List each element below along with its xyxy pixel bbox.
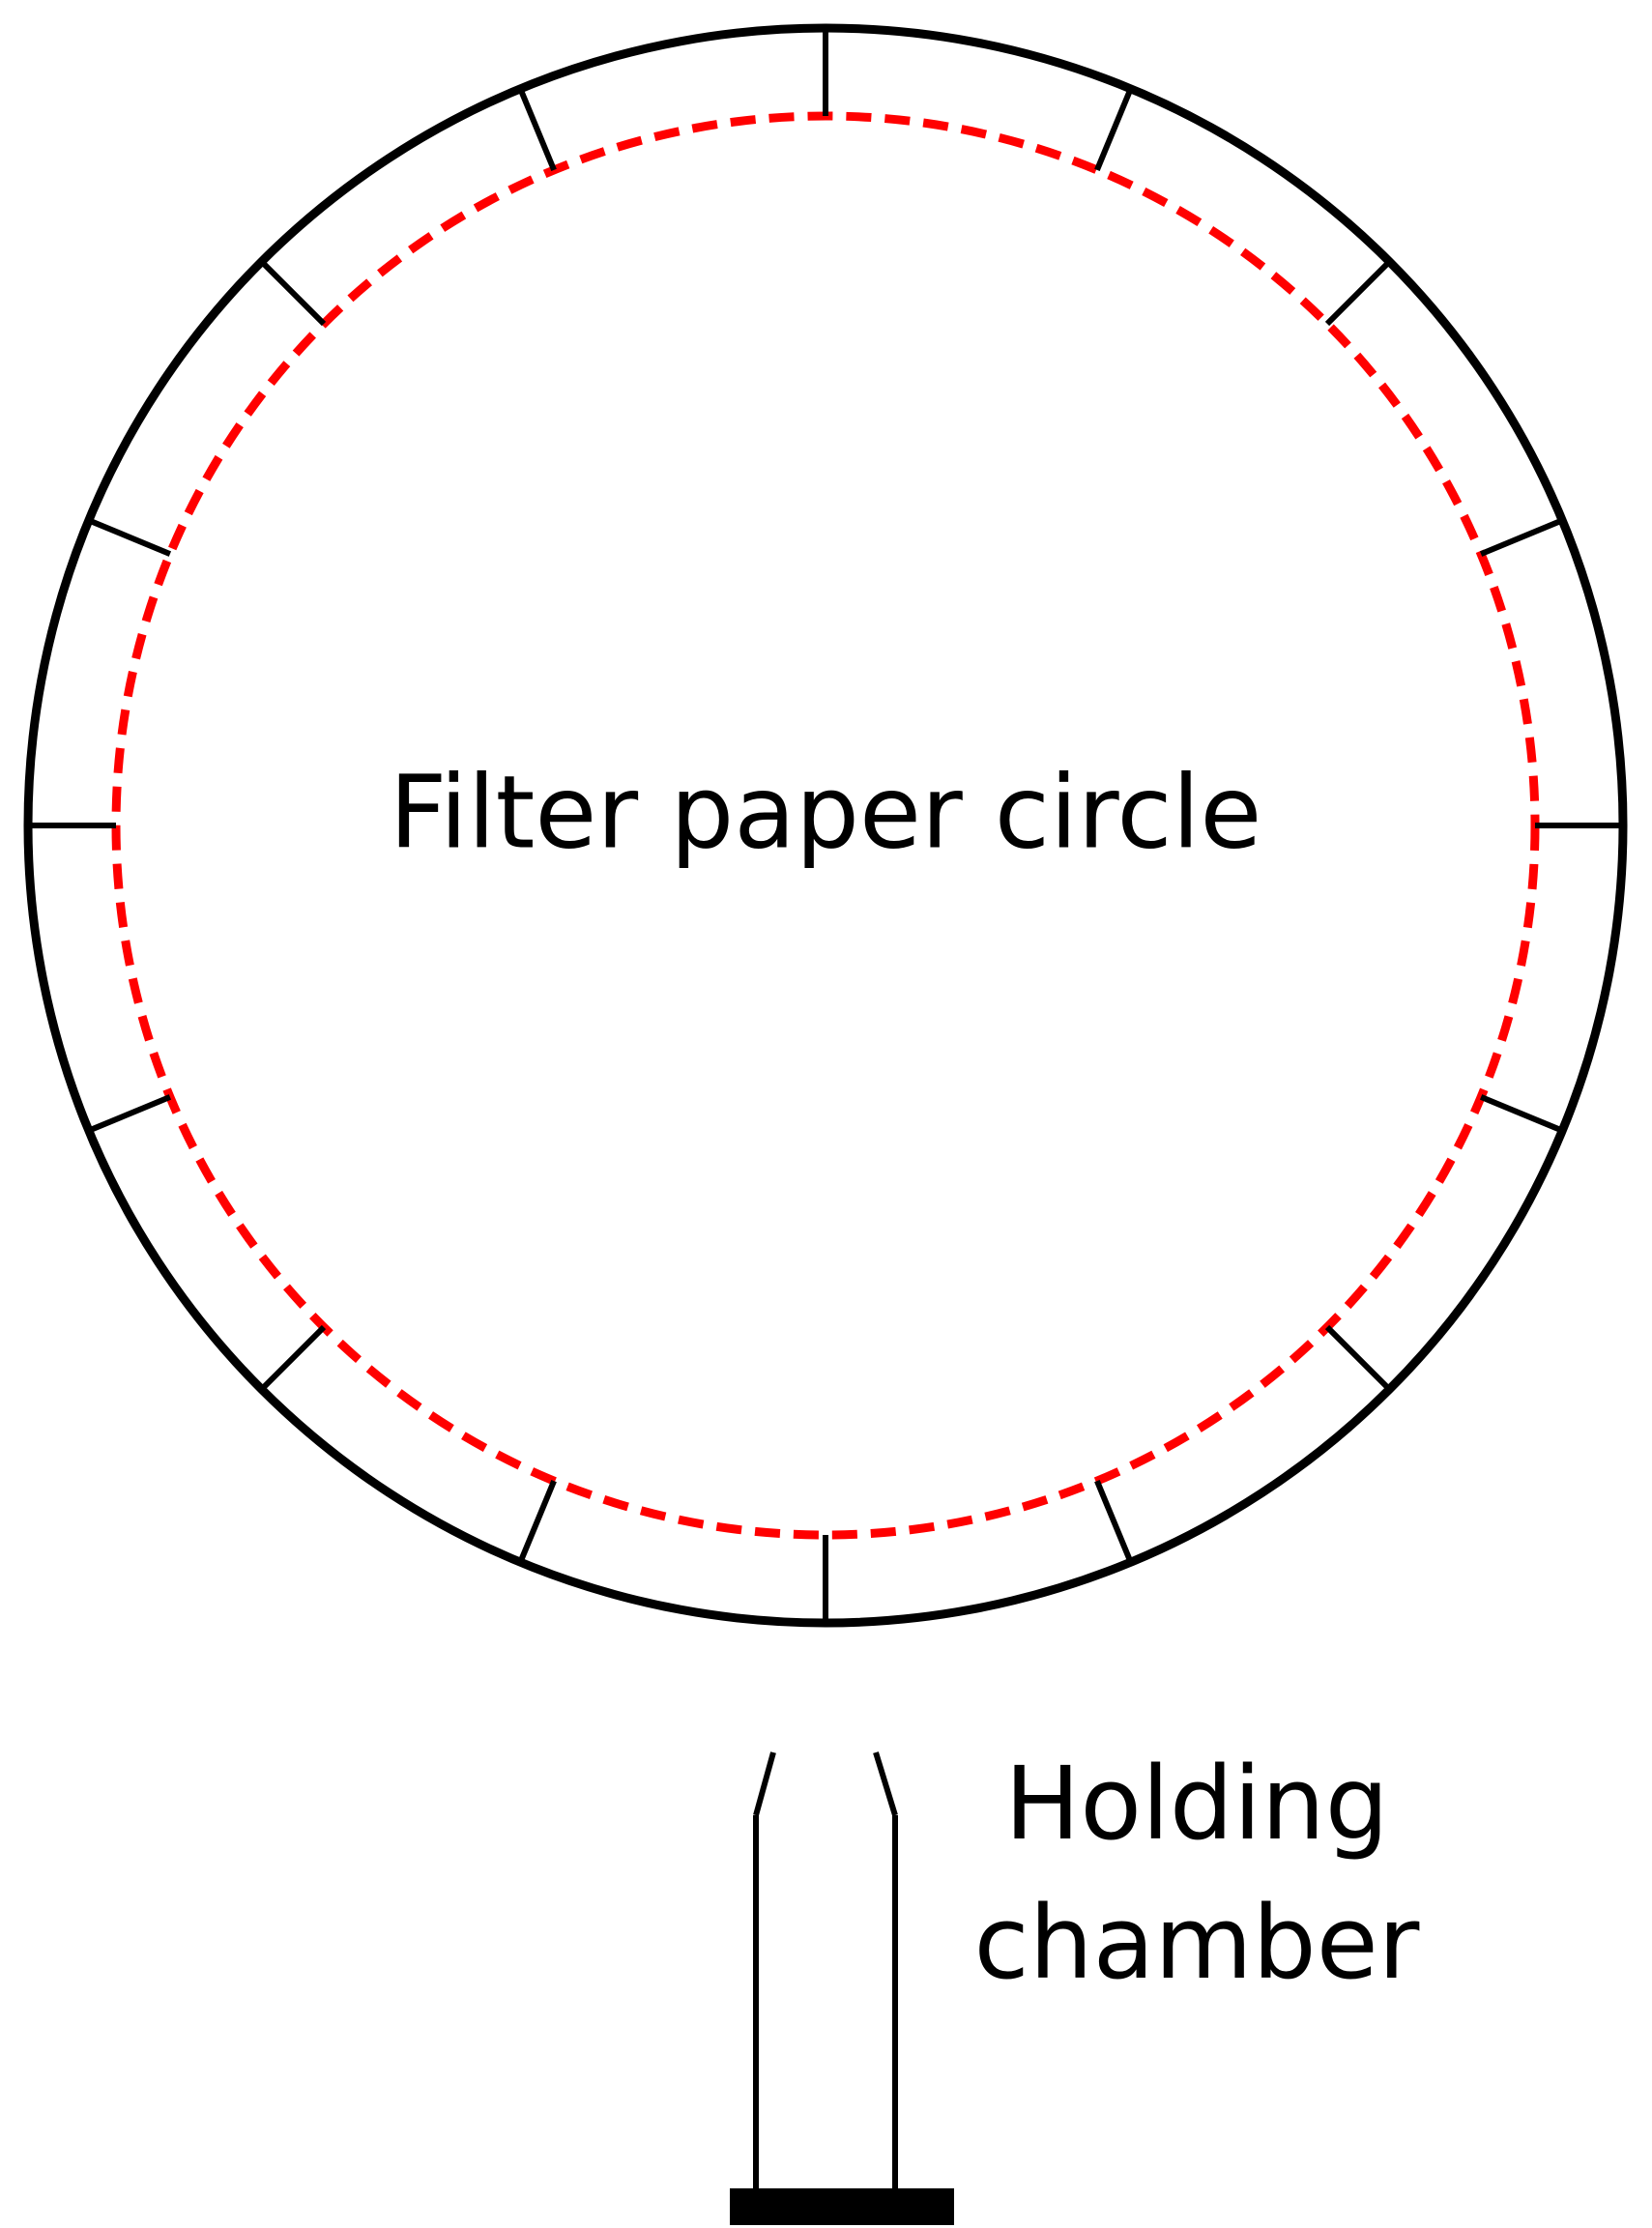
tube-base [730,2188,954,2225]
division-tick [517,1479,557,1564]
filter-paper-label: Filter paper circle [390,753,1262,871]
tube-left-lip [753,1751,776,1816]
division-tick [517,87,557,172]
division-tick [1479,1094,1564,1134]
division-tick [1324,1324,1392,1392]
holding-chamber-label-line2: chamber [974,1884,1420,2002]
division-tick [1324,259,1392,327]
division-tick [87,517,172,557]
division-tick [87,1094,172,1134]
division-ticks [28,28,1623,1623]
division-tick [1094,1479,1134,1564]
holding-chamber-label-line1: Holding [1004,1745,1389,1863]
holding-chamber-icon [753,1751,898,2196]
division-tick [259,1324,327,1392]
division-tick [1479,517,1564,557]
division-tick [1094,87,1134,172]
division-tick [259,259,327,327]
tube-right-lip [873,1751,898,1816]
